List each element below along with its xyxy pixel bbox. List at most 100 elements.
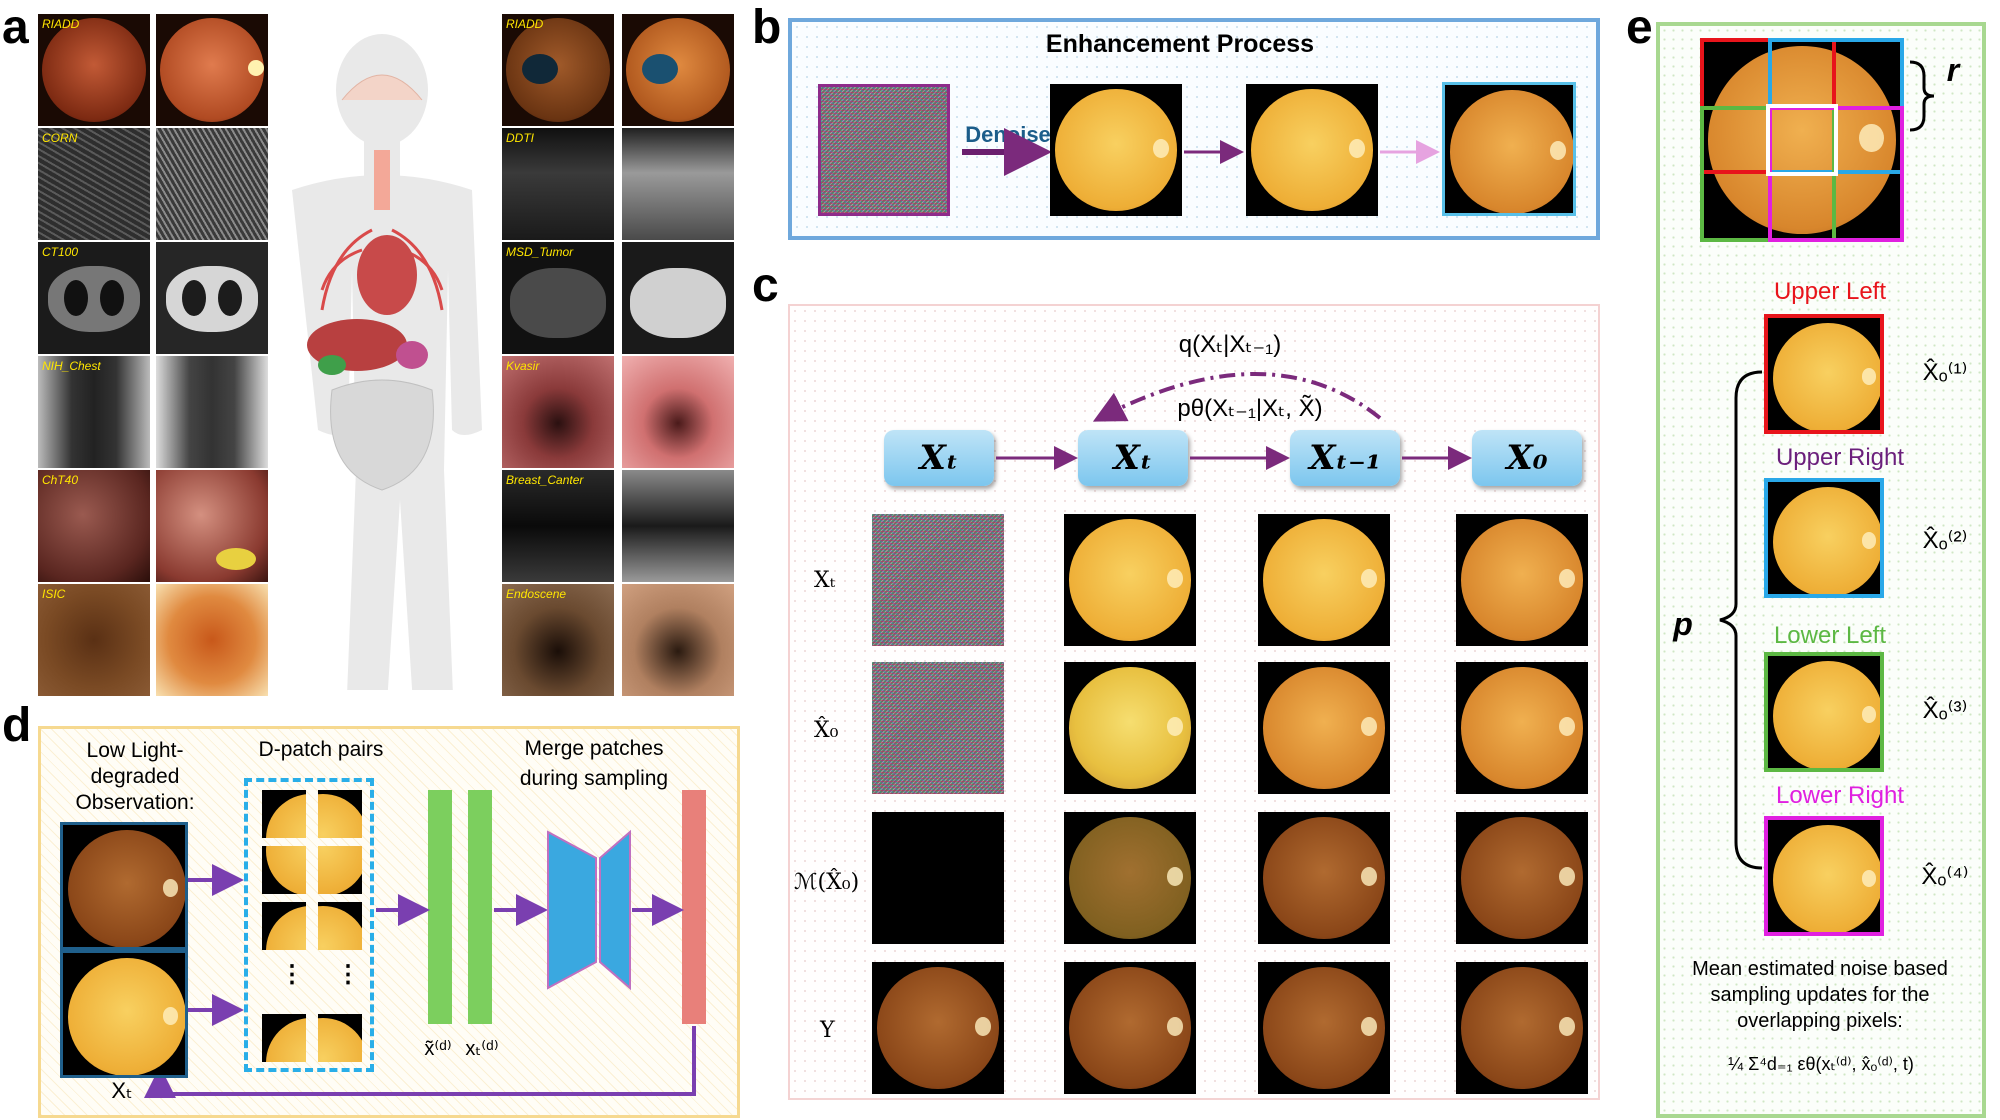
fundus-c-2-3 xyxy=(1456,812,1588,944)
patch-tile xyxy=(318,1014,362,1062)
node-x0: X₀ xyxy=(1472,430,1582,486)
reverse-process-label: pθ(Xₜ₋₁|Xₜ, X̃) xyxy=(1177,395,1323,422)
feature-bar-xtilde xyxy=(428,790,452,1024)
enhancement-title: Enhancement Process xyxy=(1045,30,1315,58)
output-bar xyxy=(682,790,706,1024)
fundus-b3 xyxy=(1442,82,1576,216)
thumb-kvasir: Kvasir xyxy=(502,356,614,468)
fundus-c-3-3 xyxy=(1456,962,1588,1094)
fundus-e-ul xyxy=(1764,314,1884,434)
fundus-c-2-1 xyxy=(1064,812,1196,944)
patch-tile xyxy=(262,846,306,894)
dataset-label: Endoscene xyxy=(506,587,567,601)
estimate-3: X̂ₒ⁽³⁾ xyxy=(1922,697,1968,724)
panel-a-label: a xyxy=(2,1,29,54)
thumb-breast: Breast_Canter xyxy=(502,470,614,582)
xtilde-d-label: x̃⁽ᵈ⁾ xyxy=(424,1038,452,1060)
fundus-c-0-2 xyxy=(1258,514,1390,646)
panel-d-label: d xyxy=(2,699,32,752)
row-label-mask: ℳ(X̂₀) xyxy=(794,870,860,895)
xt-label: Xₜ xyxy=(111,1078,133,1103)
fundus-c-0-1 xyxy=(1064,514,1196,646)
fundus-c-1-2 xyxy=(1258,662,1390,794)
noise-image xyxy=(818,84,950,216)
thumb-msd-tumor-enh xyxy=(622,242,734,354)
fundus-c-2-2 xyxy=(1258,812,1390,944)
feature-bar-xt xyxy=(468,790,492,1024)
forward-process-label: q(Xₜ|Xₜ₋₁) xyxy=(1178,331,1282,358)
noise-caption: Mean estimated noise based sampling upda… xyxy=(1692,958,1948,1032)
panel-b-label: b xyxy=(752,1,782,54)
patch-ellipsis: ⋮ xyxy=(280,961,304,988)
thumb-ct100-enh xyxy=(156,242,268,354)
fundus-b1 xyxy=(1050,84,1182,216)
merge-text: Merge patches during sampling xyxy=(519,737,669,790)
dataset-label: ChT40 xyxy=(42,473,79,487)
fundus-e-lr xyxy=(1764,816,1884,936)
row-label-x0-hat: X̂₀ xyxy=(814,718,839,743)
noise-cell xyxy=(872,662,1004,794)
thumb-isic: ISIC xyxy=(38,584,150,696)
thumb-ddti-enh xyxy=(622,128,734,240)
dataset-label: Kvasir xyxy=(506,359,540,373)
patch-ellipsis: ⋮ xyxy=(336,961,360,988)
r-label: r xyxy=(1946,52,1960,88)
row-label-y: Y xyxy=(820,1018,835,1043)
thumb-ddti: DDTI xyxy=(502,128,614,240)
thumb-breast-enh xyxy=(622,470,734,582)
fundus-d-second xyxy=(60,950,188,1078)
overlap-region xyxy=(1766,104,1838,176)
thumb-endoscene: Endoscene xyxy=(502,584,614,696)
dataset-label: CT100 xyxy=(42,245,79,259)
thumb-endoscene-enh xyxy=(622,584,734,696)
thumb-msd-tumor: MSD_Tumor xyxy=(502,242,614,354)
fundus-c-3-1 xyxy=(1064,962,1196,1094)
dataset-label: NIH_Chest xyxy=(42,359,101,373)
xt-d-label: xₜ⁽ᵈ⁾ xyxy=(465,1038,499,1060)
dataset-label: DDTI xyxy=(506,131,534,145)
thumb-riadd-left-enh xyxy=(156,14,268,126)
quad-title-lower-right: Lower Right xyxy=(1775,782,1905,809)
patch-tile xyxy=(318,790,362,838)
thumb-riadd-right-enh xyxy=(622,14,734,126)
fundus-e-ur xyxy=(1764,478,1884,598)
noise-cell xyxy=(872,514,1004,646)
fundus-e-grid xyxy=(1700,38,1904,242)
patch-tile xyxy=(262,790,306,838)
row-label-xt: Xₜ xyxy=(814,568,836,593)
thumb-cht40-enh xyxy=(156,470,268,582)
fundus-c-3-2 xyxy=(1258,962,1390,1094)
noise-formula: ¼ Σ⁴d₌₁ εθ(xₜ⁽ᵈ⁾, x̂ₒ⁽ᵈ⁾, t) xyxy=(1728,1054,1914,1074)
thumb-cht40: ChT40 xyxy=(38,470,150,582)
panel-c-label: c xyxy=(752,259,779,312)
thumb-corn-enh xyxy=(156,128,268,240)
fundus-c-3-0 xyxy=(872,962,1004,1094)
dpatch-label: D-patch pairs xyxy=(258,738,384,761)
estimate-4: X̂ₒ⁽⁴⁾ xyxy=(1921,863,1969,890)
fundus-c-1-1 xyxy=(1064,662,1196,794)
thumb-isic-enh xyxy=(156,584,268,696)
patch-tile xyxy=(262,902,306,950)
dataset-label: Breast_Canter xyxy=(506,473,584,487)
node-xt: Xₜ xyxy=(1078,430,1188,486)
fundus-d-lowlight xyxy=(60,822,188,950)
quad-title-lower-left: Lower Left xyxy=(1773,622,1887,649)
estimate-1: X̂ₒ⁽¹⁾ xyxy=(1922,359,1968,386)
fundus-c-1-3 xyxy=(1456,662,1588,794)
node-xt-minus-1: Xₜ₋₁ xyxy=(1290,430,1400,486)
dataset-label: ISIC xyxy=(42,587,66,601)
thumb-kvasir-enh xyxy=(622,356,734,468)
thumb-riadd-left: RIADD xyxy=(38,14,150,126)
estimate-2: X̂ₒ⁽²⁾ xyxy=(1922,527,1968,554)
thumb-nih-chest: NIH_Chest xyxy=(38,356,150,468)
dataset-label: MSD_Tumor xyxy=(506,245,574,259)
low-light-text: Low Light- degraded Observation: xyxy=(75,739,195,814)
low-light-label: Low Light- degraded Observation: xyxy=(60,738,210,816)
human-body-illustration xyxy=(272,30,492,720)
patch-tile xyxy=(318,846,362,894)
fundus-e-ll xyxy=(1764,652,1884,772)
black-cell xyxy=(872,812,1004,944)
thumb-corn: CORN xyxy=(38,128,150,240)
panel-e-label: e xyxy=(1626,1,1653,54)
